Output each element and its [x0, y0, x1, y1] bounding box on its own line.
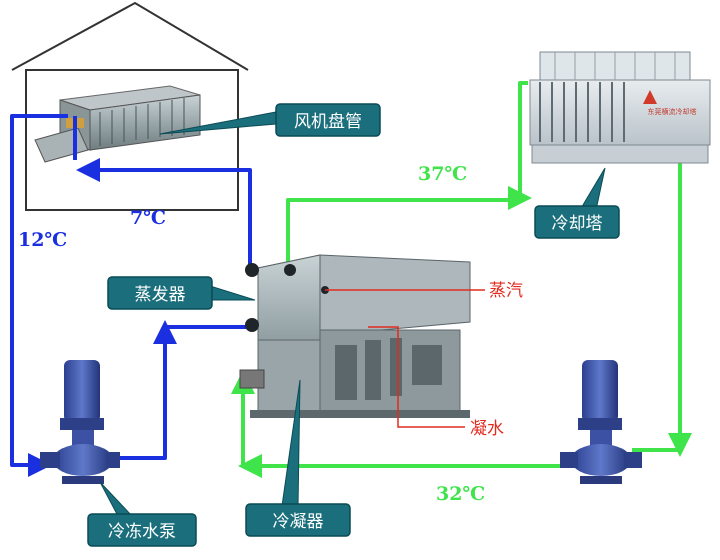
fan-coil-unit [34, 85, 201, 163]
callout-fan-coil: 风机盘管 [159, 103, 381, 137]
absorption-chiller [239, 254, 471, 418]
return-pipe-to-pump [10, 114, 68, 477]
chilled-pump-label: 冷冻水泵 [108, 522, 176, 542]
evaporator-inlet-flange [245, 318, 259, 332]
return-chilled-temp: 12℃ [18, 229, 67, 251]
cooling-water-pump [560, 360, 642, 484]
steam-line [325, 289, 485, 428]
cooling-out-temp: 37℃ [418, 163, 467, 185]
callout-condenser: 冷凝器 [245, 379, 351, 537]
condenser-label: 冷凝器 [273, 512, 324, 532]
tower-sign-text: 东莞横流冷却塔 [648, 107, 697, 116]
evaporator-outlet-flange [245, 263, 259, 277]
steam-label: 蒸汽 [489, 281, 523, 301]
callout-cooling-tower: 冷却塔 [534, 167, 620, 239]
supply-pipe-to-fan-coil [76, 158, 252, 270]
cooling-in-temp: 32℃ [436, 483, 485, 505]
cooling-water-loop [231, 81, 692, 478]
pump-to-evaporator-pipe [118, 320, 177, 460]
cooling-tower-label: 冷却塔 [552, 214, 603, 234]
tower-logo-icon [643, 90, 657, 104]
supply-chilled-temp: 7℃ [130, 207, 166, 229]
callout-evaporator: 蒸发器 [107, 276, 256, 310]
condensate-label: 凝水 [470, 419, 504, 439]
fan-coil-label: 风机盘管 [294, 112, 362, 132]
chilled-water-loop [10, 114, 252, 477]
cooling-tower: 东莞横流冷却塔 [529, 51, 711, 164]
chilled-water-pump [40, 360, 120, 484]
house [11, 1, 249, 211]
condenser-outlet-flange [284, 264, 296, 276]
evaporator-label: 蒸发器 [135, 285, 186, 305]
callout-chilled-pump: 冷冻水泵 [87, 481, 197, 547]
